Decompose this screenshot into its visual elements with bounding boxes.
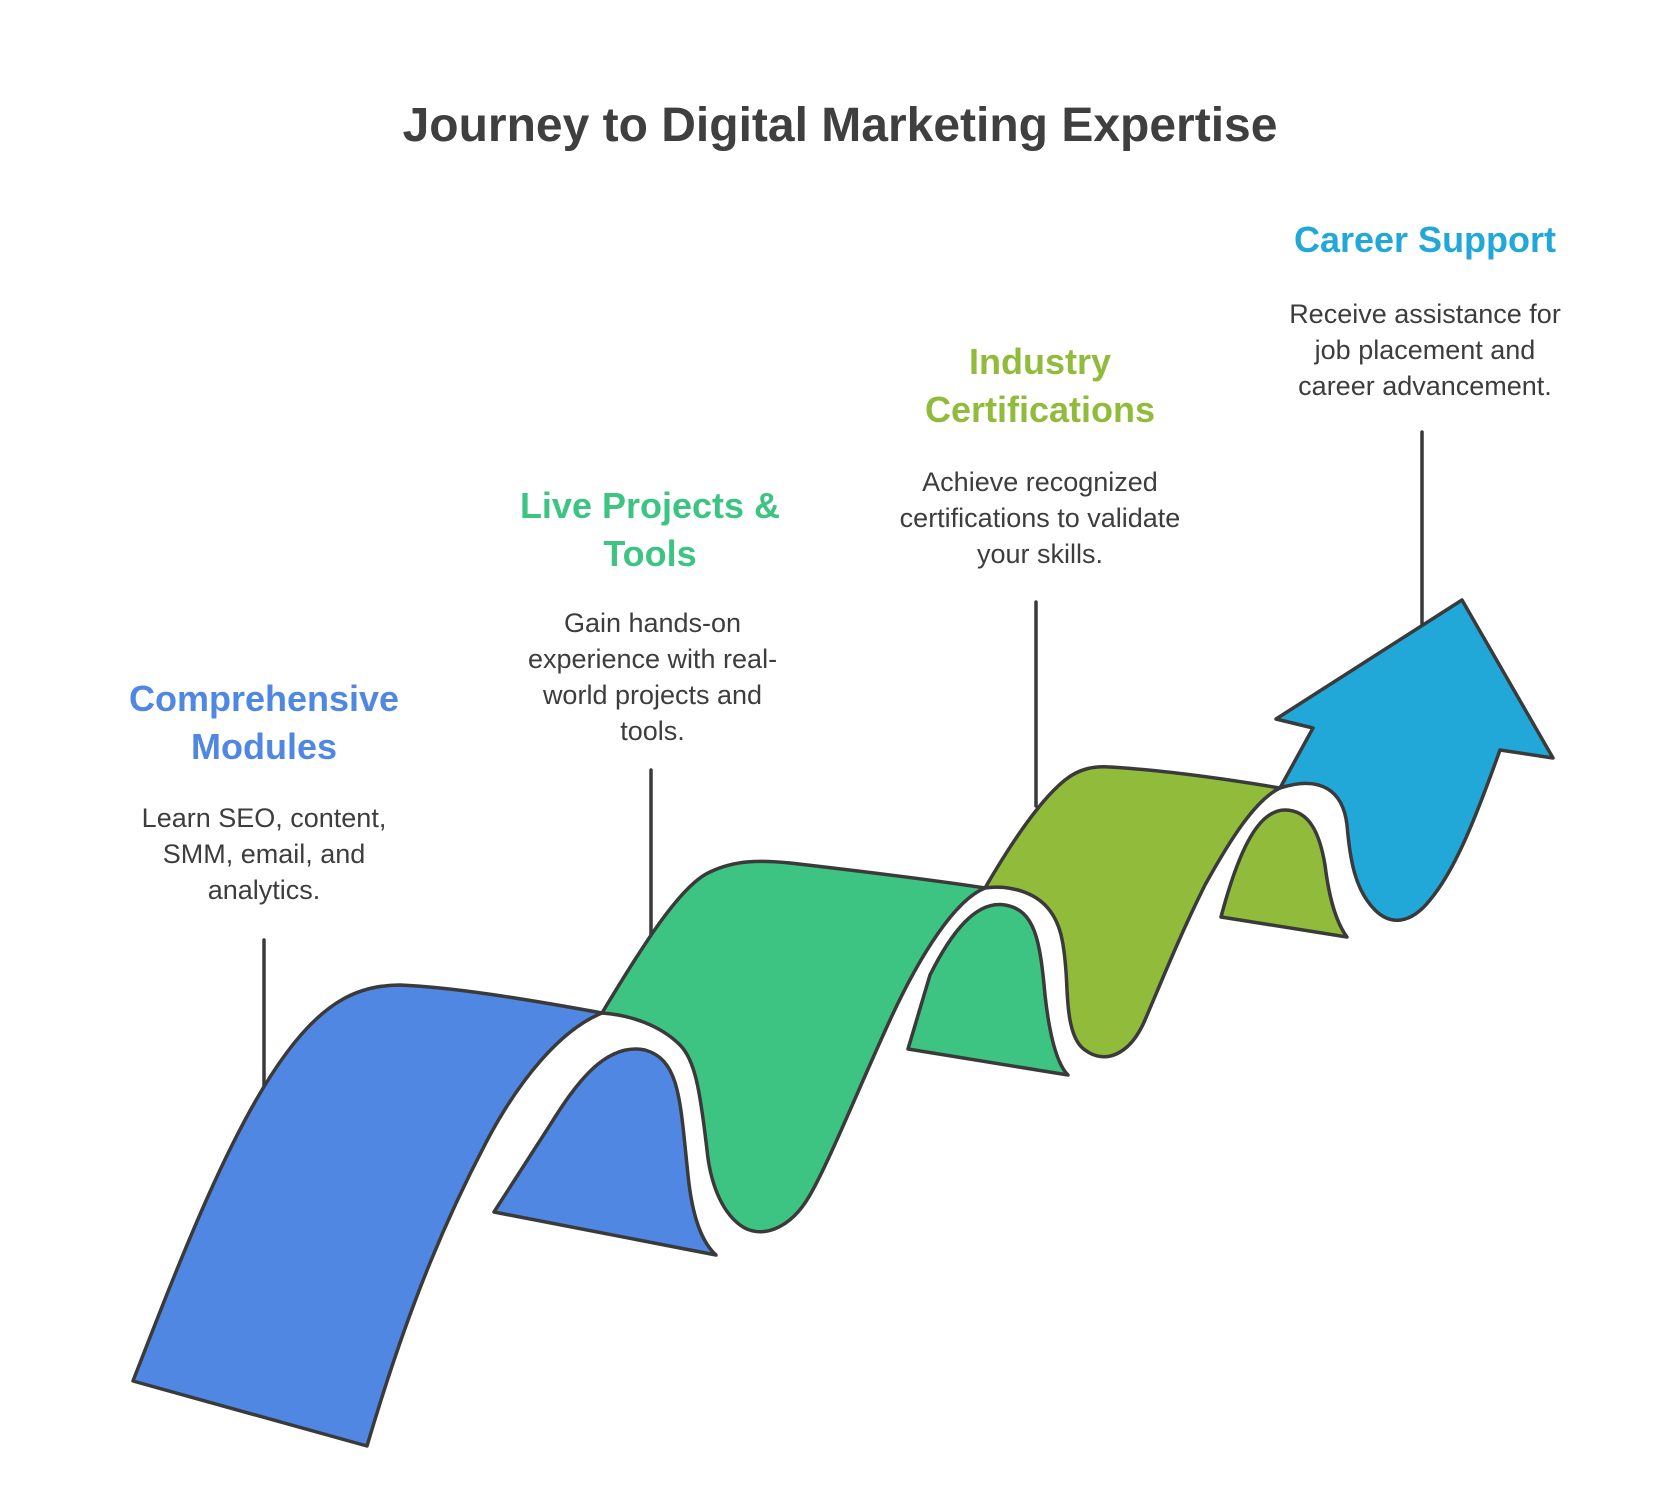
step-2-heading-line-1: Live Projects & (519, 485, 781, 526)
step-1-heading-line-2: Modules (190, 726, 337, 767)
ribbon-segment-1 (131, 983, 604, 1448)
step-2-description: Gain hands-on experience with real- worl… (500, 605, 805, 749)
ribbon-segment-2 (600, 859, 987, 1234)
step-1-desc-line-1: Learn SEO, content, (141, 803, 387, 833)
step-2-desc-line-2: experience with real- (527, 644, 778, 674)
step-2-heading: Live Projects & Tools (490, 482, 810, 578)
ribbon-segment-2-underside (906, 902, 1070, 1077)
step-1-heading-line-1: Comprehensive (128, 678, 400, 719)
step-3-desc-line-2: certifications to validate (899, 503, 1181, 533)
step-3-heading: Industry Certifications (870, 338, 1210, 434)
step-1-desc-line-3: analytics. (207, 875, 321, 905)
ribbon-arrow-4 (1274, 598, 1555, 922)
step-2-desc-line-1: Gain hands-on (563, 608, 742, 638)
step-3-heading-line-2: Certifications (924, 389, 1156, 430)
step-4-desc-line-3: career advancement. (1298, 371, 1552, 401)
step-1-description: Learn SEO, content, SMM, email, and anal… (104, 800, 424, 908)
step-1-heading: Comprehensive Modules (94, 675, 434, 771)
step-2-heading-line-2: Tools (603, 533, 697, 574)
step-1-desc-line-2: SMM, email, and (162, 839, 366, 869)
ribbon-segment-3 (983, 765, 1282, 1059)
step-4-heading-line-1: Career Support (1293, 219, 1557, 260)
step-2-desc-line-4: tools. (620, 716, 685, 746)
step-3-description: Achieve recognized certifications to val… (870, 464, 1210, 572)
step-4-desc-line-2: job placement and (1314, 335, 1536, 365)
step-2-desc-line-3: world projects and (542, 680, 763, 710)
step-3-heading-line-1: Industry (968, 341, 1111, 382)
ribbon-segment-3-underside (1219, 808, 1349, 939)
page-title: Journey to Digital Marketing Expertise (402, 99, 1278, 152)
step-4-heading: Career Support (1255, 216, 1595, 264)
ribbon-segment-1-underside (492, 1047, 718, 1257)
step-3-desc-line-3: your skills. (976, 539, 1104, 569)
step-4-description: Receive assistance for job placement and… (1260, 296, 1590, 404)
step-4-desc-line-1: Receive assistance for (1289, 299, 1561, 329)
step-3-desc-line-1: Achieve recognized (922, 467, 1158, 497)
